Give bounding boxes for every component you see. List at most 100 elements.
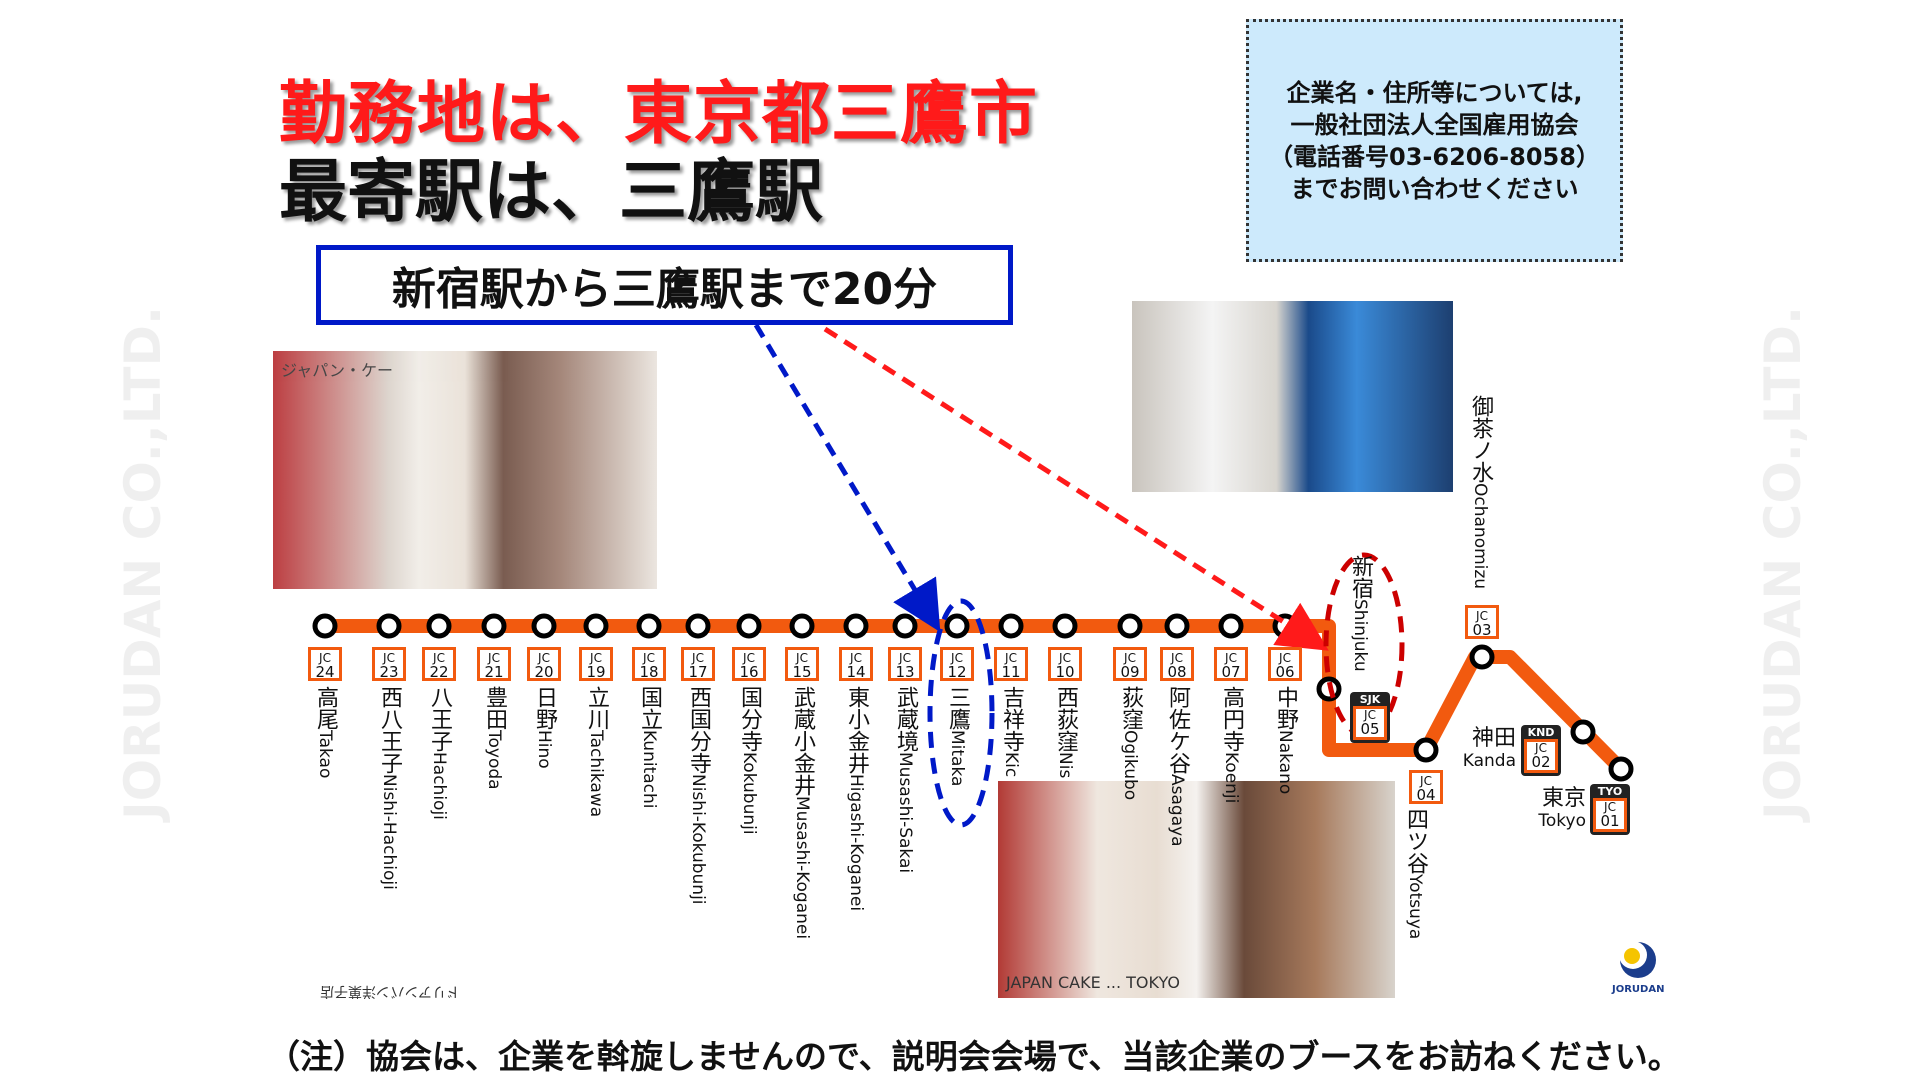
line-code: JC [796, 651, 808, 665]
station-number: 12 [947, 663, 967, 681]
photo-caption: ジャパン・ケー [281, 361, 394, 380]
station-label[interactable]: 高尾Takao [310, 686, 340, 778]
station-marker[interactable] [1469, 644, 1495, 670]
station-label[interactable]: 阿佐ケ谷Asagaya [1162, 686, 1192, 847]
station-number: 15 [792, 663, 812, 681]
station-label[interactable]: 八王子Hachioji [424, 686, 454, 820]
station-label[interactable]: 東小金井Higashi-Koganei [841, 686, 871, 911]
station-ja: 武蔵境 [893, 686, 918, 752]
station-ja: 高尾 [313, 686, 338, 730]
station-yotsuya-label[interactable]: 四ツ谷Yotsuya [1400, 808, 1430, 939]
station-marker[interactable] [636, 613, 662, 639]
info-line: までお問い合わせください [1290, 174, 1579, 203]
station-ja: 西荻窪 [1053, 686, 1078, 752]
station-shinjuku-label[interactable]: 新宿Shinjuku [1345, 555, 1375, 672]
hub-code: TYO [1597, 785, 1623, 798]
station-marker[interactable] [1218, 613, 1244, 639]
station-en: Kokubunji [739, 752, 759, 835]
station-en: Kanda [1462, 751, 1516, 771]
station-number: 19 [586, 663, 606, 681]
photo-cake-contest: JAPAN CAKE ... TOKYO [998, 781, 1395, 998]
arrow-to-mitaka [753, 323, 941, 633]
station-ja: 高円寺 [1219, 686, 1244, 752]
station-label[interactable]: 西国分寺Nishi-Kokubunji [683, 686, 713, 905]
station-marker[interactable] [685, 613, 711, 639]
station-number: 18 [639, 663, 659, 681]
line-code: JC [1420, 774, 1432, 788]
station-ja: 三鷹 [945, 686, 970, 730]
station-number: 20 [534, 663, 554, 681]
station-number: 23 [379, 663, 399, 681]
station-marker[interactable] [1164, 613, 1190, 639]
station-number: 04 [1416, 786, 1436, 804]
station-label[interactable]: 荻窪Ogikubo [1115, 686, 1145, 800]
station-label[interactable]: 武蔵境Musashi-Sakai [890, 686, 920, 873]
station-number: 13 [895, 663, 915, 681]
station-en: Musashi-Koganei [792, 796, 812, 940]
station-label[interactable]: 西八王子Nishi-Hachioji [374, 686, 404, 890]
station-en: Hino [534, 730, 554, 769]
line-code: JC [590, 651, 602, 665]
photo-chef-glass-sculpture [1132, 301, 1453, 492]
station-label[interactable]: 吉祥寺Kic [996, 686, 1026, 777]
line-code: JC [538, 651, 550, 665]
station-marker[interactable] [426, 613, 452, 639]
station-marker[interactable] [376, 613, 402, 639]
station-marker[interactable] [312, 613, 338, 639]
station-marker[interactable] [481, 613, 507, 639]
station-en: Tokyo [1538, 811, 1586, 831]
station-marker[interactable] [1413, 737, 1439, 763]
line-code: JC [643, 651, 655, 665]
station-ja: 国立 [637, 686, 662, 730]
line-code: JC [319, 651, 331, 665]
station-number: 03 [1472, 621, 1492, 639]
station-label[interactable]: 武蔵小金井Musashi-Koganei [787, 686, 817, 939]
station-ja: 神田 [1471, 726, 1516, 751]
station-marker[interactable] [998, 613, 1024, 639]
station-label[interactable]: 中野Nakano [1270, 686, 1300, 794]
station-en: Hachioji [429, 752, 449, 820]
station-marker[interactable] [789, 613, 815, 639]
station-marker[interactable] [1570, 719, 1596, 745]
station-number: 22 [429, 663, 449, 681]
station-label[interactable]: 国分寺Kokubunji [734, 686, 764, 835]
station-en: Koenji [1221, 752, 1241, 804]
station-marker[interactable] [1117, 613, 1143, 639]
station-label[interactable]: 日野Hino [529, 686, 559, 769]
station-number: 02 [1531, 753, 1551, 771]
station-label[interactable]: 豊田Toyoda [479, 686, 509, 790]
station-marker[interactable] [1052, 613, 1078, 639]
station-ja: 東小金井 [844, 686, 869, 774]
info-line: 企業名・住所等については, [1286, 78, 1583, 107]
station-number: 17 [688, 663, 708, 681]
station-marker[interactable] [892, 613, 918, 639]
station-label[interactable]: 立川Tachikawa [581, 686, 611, 817]
station-label[interactable]: 三鷹Mitaka [942, 686, 972, 786]
station-en: Ogikubo [1120, 730, 1140, 801]
station-label[interactable]: 国立Kunitachi [634, 686, 664, 809]
station-ja: 武蔵小金井 [790, 686, 815, 796]
station-label[interactable]: 高円寺Koenji [1216, 686, 1246, 803]
station-marker[interactable] [583, 613, 609, 639]
station-marker[interactable] [843, 613, 869, 639]
station-marker[interactable] [736, 613, 762, 639]
line-code: JC [1604, 800, 1616, 814]
station-marker[interactable] [944, 613, 970, 639]
station-ja: 日野 [532, 686, 557, 730]
station-en: Nishi-Kokubunji [688, 774, 708, 905]
station-label[interactable]: 西荻窪Nis [1050, 686, 1080, 778]
jorudan-logo: JORUDAN [1612, 940, 1664, 995]
station-marker[interactable] [531, 613, 557, 639]
station-number: 05 [1360, 720, 1380, 738]
station-ja: 荻窪 [1118, 686, 1143, 730]
station-marker[interactable] [1608, 756, 1634, 782]
station-ochanomizu-label[interactable]: 御茶ノ水Ochanomizu [1465, 395, 1495, 589]
